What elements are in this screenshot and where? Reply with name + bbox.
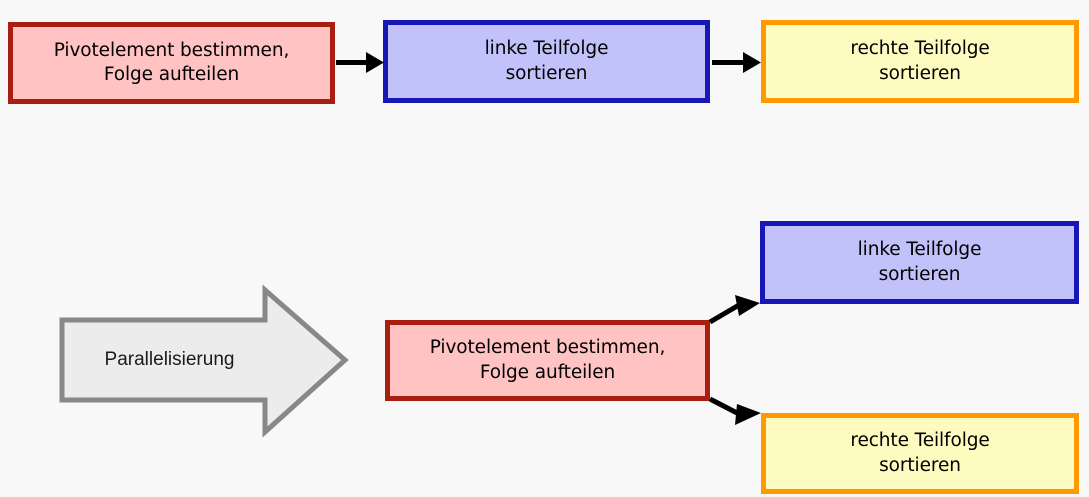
connector-arrow-bottom-upper: [708, 295, 760, 325]
node-label: rechte Teilfolge sortieren: [850, 38, 990, 84]
parallelisierung-text: Parallelisierung: [104, 349, 235, 370]
node-label: linke Teilfolge sortieren: [857, 239, 982, 285]
node-bottom-sort-left[interactable]: linke Teilfolge sortieren: [760, 221, 1079, 304]
node-bottom-sort-right[interactable]: rechte Teilfolge sortieren: [761, 413, 1079, 494]
node-top-sort-left[interactable]: linke Teilfolge sortieren: [383, 20, 710, 103]
connector-arrow-bottom-lower: [708, 396, 761, 425]
node-top-sort-right[interactable]: rechte Teilfolge sortieren: [761, 20, 1079, 103]
node-label: Pivotelement bestimmen, Folge aufteilen: [53, 39, 290, 85]
node-label: linke Teilfolge sortieren: [484, 38, 609, 84]
node-bottom-pivot-partition[interactable]: Pivotelement bestimmen, Folge aufteilen: [385, 320, 710, 401]
node-label: rechte Teilfolge sortieren: [850, 430, 990, 476]
node-label: Pivotelement bestimmen, Folge aufteilen: [429, 337, 666, 383]
parallelisierung-label: Parallelisierung: [62, 338, 277, 382]
connector-arrow-top-2: [712, 52, 761, 73]
node-top-pivot-partition[interactable]: Pivotelement bestimmen, Folge aufteilen: [8, 22, 335, 104]
connector-arrow-top-1: [336, 52, 384, 73]
